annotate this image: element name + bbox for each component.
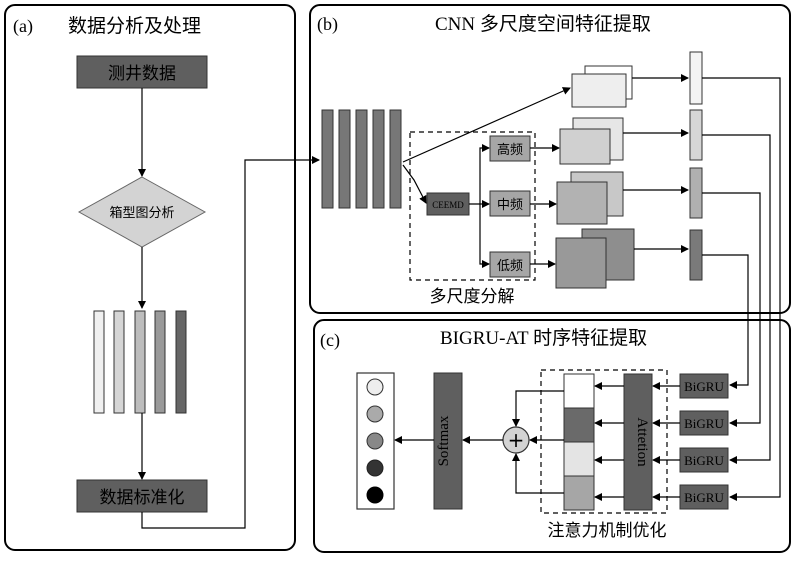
arrow-a-to-cnn [141,156,320,529]
mid-freq-label: 中频 [497,198,523,213]
cnn-input-bars [321,109,402,209]
output-class-1 [366,378,384,396]
output-class-4 [366,459,384,477]
output-class-3 [366,432,384,450]
attention-weight-4 [563,475,595,511]
panel-b-frame [309,4,791,314]
bigru-stack: BiGRU BiGRU BiGRU BiGRU [679,373,729,510]
bigru-unit-4 [679,484,729,510]
cnn-input-bar-5 [389,109,402,209]
attention-weight-1 [563,373,595,409]
arrow-cnn-to-top [402,87,571,163]
link-vec3-bigru2 [702,192,761,427]
high-freq-box [489,135,531,162]
feature-bar-1 [93,310,105,414]
bigru-unit-4-label: BiGRU [684,490,724,505]
arrow-cnn-to-ceemd [402,164,427,204]
flat-vector-1 [689,51,703,105]
output-class-5 [366,486,384,504]
bigru-unit-1-label: BiGRU [684,379,724,394]
low-freq-box [489,251,531,278]
cnn-input-bar-1 [321,109,334,209]
decomp-label: 多尺度分解 [430,287,515,307]
softmax-label: Softmax [436,415,452,466]
feature-map-high [559,117,624,165]
mid-freq-box [489,190,531,217]
high-freq-label: 高频 [497,142,523,158]
normalize-label: 数据标准化 [100,488,185,508]
attention-label: Attetion [634,417,650,467]
weight-to-sum-bottom [512,453,564,494]
panel-c-title: BIGRU-AT 时序特征提取 [440,327,647,349]
boxplot-label: 箱型图分析 [109,205,174,221]
attention-dashed-box [540,369,668,514]
ceemd-branch-low [479,204,490,268]
decomp-dashed-box [409,131,536,281]
bigru-unit-3-label: BiGRU [684,453,724,468]
flat-vector-2 [689,109,703,161]
feature-bar-5 [175,310,187,414]
attention-opt-label: 注意力机制优化 [548,521,667,541]
panel-a-tag: (a) [13,16,33,37]
feature-bar-3 [134,310,146,414]
feature-map-mid-front [556,181,608,225]
feature-map-low [555,228,635,289]
cnn-input-bar-3 [355,109,368,209]
sum-node-symbol: + [508,428,525,452]
bigru-unit-2 [679,410,729,436]
flat-vector-3 [689,167,703,219]
feature-bar-2 [113,310,125,414]
feature-map-high-front [559,128,611,165]
attention-weight-3 [563,441,595,477]
panel-a-frame [4,4,296,551]
low-freq-label: 低频 [497,259,523,274]
feature-map-top-front [571,73,627,108]
attention-weights [563,373,595,511]
ceemd-label: CEEMD [432,200,464,210]
flat-vector-4 [689,229,703,281]
feature-map-low-front [555,237,607,289]
feature-map-mid [556,171,624,225]
feature-bar-4 [154,310,166,414]
cnn-input-bar-2 [338,109,351,209]
attention-weight-2 [563,407,595,443]
feature-map-top [571,65,633,108]
panel-b-title: CNN 多尺度空间特征提取 [435,13,651,35]
softmax-block [433,372,463,510]
cnn-input-bar-4 [372,109,385,209]
normalize-box [76,479,208,513]
panel-c-tag: (c) [320,330,340,351]
link-vec2-bigru3 [702,134,771,464]
bigru-unit-2-label: BiGRU [684,416,724,431]
well-data-label: 测井数据 [108,64,176,84]
feature-bars [93,310,187,414]
link-vec1-bigru4 [702,77,781,501]
panel-b-tag: (b) [317,14,338,35]
attention-block [623,373,653,511]
bigru-unit-3 [679,447,729,473]
panel-a-title: 数据分析及处理 [68,15,201,37]
panel-c-frame [313,319,791,553]
ceemd-branch [469,144,490,205]
output-class-2 [366,405,384,423]
weight-to-sum-top [512,390,564,427]
